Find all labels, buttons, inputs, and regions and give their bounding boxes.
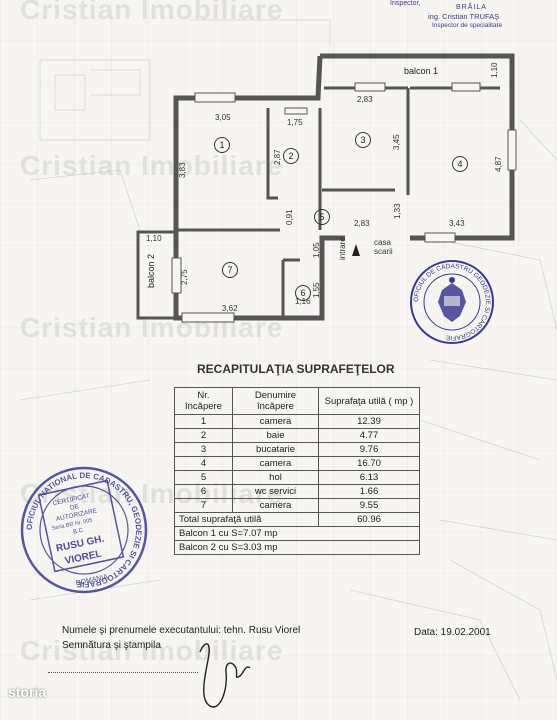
brand-logo: storia [8,684,47,700]
summary-title: RECAPITULAŢIA SUPRAFEŢELOR [197,362,395,376]
table-header-row: Nr. încăpere Denumire încăpere Suprafaţa… [174,387,420,415]
inspector-role: Inspector de specialitate [432,22,503,29]
watermark: Cristian Imobiliare [20,150,284,181]
inspector-city: BRĂILA [456,4,487,11]
table-row: 6 wc servici 1.66 [174,484,420,499]
dimension: 3,62 [222,304,238,313]
dimension: 1,16 [295,297,311,306]
dimension: 2,83 [354,219,370,228]
dimension: 1,10 [146,234,162,243]
column-header: Denumire încăpere [232,387,319,415]
table-row: 3 bucatarie 9.76 [174,442,420,457]
balcony-2-area: Balcon 2 cu S=3.03 mp [174,540,420,555]
surface-summary-table: Nr. încăpere Denumire încăpere Suprafaţa… [174,387,420,555]
executant-name: Numele şi prenumele executantului: tehn.… [62,625,301,636]
balcony-row: Balcon 2 cu S=3.03 mp [174,540,420,555]
column-header: Nr. încăpere [174,387,233,415]
inspector-label: Inspector, [390,0,421,7]
room-number: 3 [355,132,371,148]
table-row: 7 camera 9.55 [174,498,420,513]
room-number: 5 [314,209,330,225]
room-number: 2 [283,148,299,164]
room-number: 7 [222,262,238,278]
dimension: 2,83 [357,95,373,104]
room-number: 4 [452,156,468,172]
dimension: 3,43 [449,219,465,228]
table-row: 2 baie 4.77 [174,428,420,443]
signature-label: Semnătura şi ştampila [62,640,161,651]
watermark: Cristian Imobiliare [20,0,284,25]
document-date: Data: 19.02.2001 [414,627,491,638]
signature-line [48,672,198,673]
inspector-name: ing. Cristian TRUFAŞ [428,12,500,21]
balcony-1-label: balcon 1 [404,66,439,76]
dimension: 1,75 [287,118,303,127]
room-number: 1 [214,137,230,153]
dimension: 3,05 [215,113,231,122]
room-number: 6 [295,285,311,301]
stamp-cert-line: B.C [73,528,85,536]
stamp-cert-line: DE [69,503,80,512]
watermark: Cristian Imobiliare [20,635,284,666]
table-row: 5 hol 6.13 [174,470,420,485]
column-header: Suprafaţa utilă ( mp ) [318,387,420,415]
stair-label: casa scarii [374,238,393,256]
